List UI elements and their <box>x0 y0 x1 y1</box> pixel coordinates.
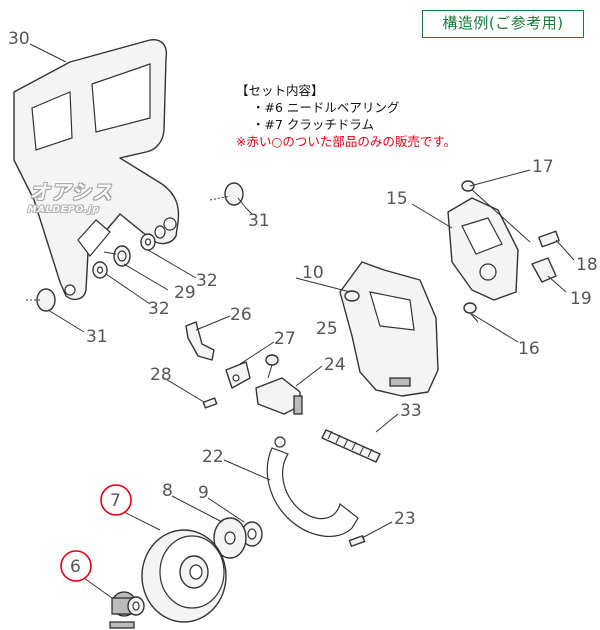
part-16-screw <box>463 302 479 323</box>
callout-25: 25 <box>316 319 338 339</box>
part-9-nut <box>241 521 263 547</box>
part-24-bracket <box>255 377 303 415</box>
callout-30: 30 <box>8 29 30 49</box>
watermark-logo: オアシス MALDEPO.jp <box>25 176 154 220</box>
part-23-pin <box>348 535 366 547</box>
part-30-handguard <box>13 39 180 301</box>
part-10-plate <box>339 261 439 397</box>
callout-labels: 30 31 32 29 32 31 26 27 25 24 28 10 15 1… <box>8 29 598 582</box>
set-contents-item-7: ・#7 クラッチドラム <box>252 117 375 132</box>
callout-28: 28 <box>150 365 172 385</box>
part-26-lever <box>185 321 215 361</box>
part-pin-small <box>154 225 166 239</box>
callout-22: 22 <box>202 447 224 467</box>
part-32-washer-lower <box>92 261 108 279</box>
part-28-pin <box>202 397 218 409</box>
part-15-cover-plate <box>447 197 519 301</box>
callout-18: 18 <box>576 255 598 275</box>
callout-23: 23 <box>394 509 416 529</box>
part-6-needle-bearing <box>109 591 145 629</box>
callout-16: 16 <box>518 339 540 359</box>
part-18-adjuster <box>538 230 560 248</box>
set-contents-item-6: ・#6 ニードルベアリング <box>252 100 400 115</box>
callout-31-bottom: 31 <box>86 327 108 347</box>
callout-15: 15 <box>386 189 408 209</box>
part-33-spring <box>321 429 381 463</box>
set-contents-box: 【セット内容】 ・#6 ニードルベアリング ・#7 クラッチドラム ※赤い○のつ… <box>236 82 506 150</box>
part-8-washer <box>213 517 247 559</box>
part-27-link <box>225 361 251 389</box>
callout-17: 17 <box>532 157 554 177</box>
set-contents-heading: 【セット内容】 <box>236 83 324 98</box>
callout-32-lower: 32 <box>148 299 170 319</box>
part-32-washer-upper <box>140 233 156 251</box>
part-31-screw-top <box>209 182 247 209</box>
callout-10: 10 <box>302 263 324 283</box>
callout-9: 9 <box>198 483 209 503</box>
highlight-circle-6 <box>60 550 92 582</box>
watermark-main-text: オアシス <box>28 180 118 204</box>
part-31-screw-bottom <box>26 288 56 312</box>
callout-7: 7 <box>110 491 121 511</box>
part-29-spring <box>103 245 131 267</box>
leader-lines <box>29 43 575 599</box>
callout-32-upper: 32 <box>196 271 218 291</box>
callout-27: 27 <box>274 329 296 349</box>
part-19-tensioner <box>531 257 557 283</box>
callout-31-top: 31 <box>248 211 270 231</box>
callout-26: 26 <box>230 305 252 325</box>
diagram-title: 構造例(ご参考用) <box>422 10 584 38</box>
callout-33: 33 <box>400 401 422 421</box>
callout-24: 24 <box>324 355 346 375</box>
part-22-brake-band <box>266 436 359 537</box>
part-7-clutch-drum <box>141 529 227 623</box>
part-25-screw <box>265 354 279 379</box>
highlight-circle-7 <box>100 484 132 516</box>
callout-19: 19 <box>570 289 592 309</box>
callout-29: 29 <box>174 283 196 303</box>
watermark-sub-text: MALDEPO.jp <box>26 205 101 215</box>
callout-6: 6 <box>70 557 81 577</box>
callout-8: 8 <box>162 481 173 501</box>
part-17-bolt <box>461 180 531 243</box>
set-contents-note: ※赤い○のついた部品のみの販売です。 <box>236 134 457 149</box>
